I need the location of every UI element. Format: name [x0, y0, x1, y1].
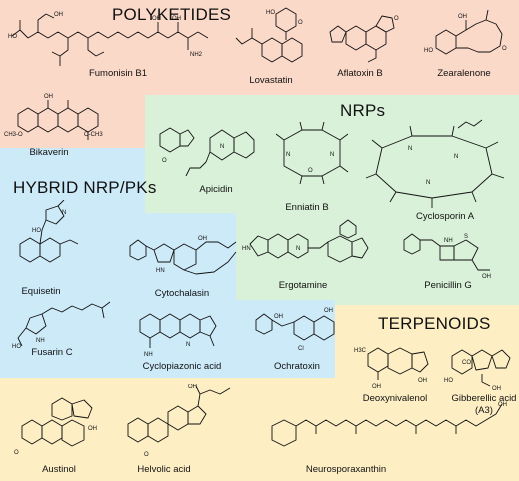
- structure-cyclosporin-a: N N N: [365, 119, 505, 208]
- hybrid-region: [0, 148, 335, 378]
- atom-label: N: [426, 180, 430, 186]
- terpenoids-title: TERPENOIDS: [378, 314, 491, 333]
- label-cytochalasin: Cytochalasin: [154, 288, 210, 299]
- label-bikaverin: Bikaverin: [29, 147, 69, 158]
- structure-ochratoxin: OH Cl OH: [255, 308, 335, 352]
- structure-gibberellic-acid: CO HO OH: [444, 349, 511, 392]
- atom-label: O: [14, 450, 19, 456]
- atom-label: HO: [424, 48, 433, 54]
- atom-label: CO: [462, 360, 471, 366]
- nrps-title: NRPs: [340, 101, 386, 120]
- structure-equisetin: N HO: [19, 200, 79, 263]
- structure-lovastatin: HO O: [235, 7, 303, 63]
- atom-label: OH: [498, 402, 507, 408]
- atom-label: OH: [54, 12, 63, 18]
- label-gibberellic-acid: Gibberellic acid (A3): [452, 393, 517, 417]
- atom-label: OH: [372, 384, 381, 390]
- atom-label: N: [296, 246, 300, 252]
- structure-enniatin-b: N N O: [275, 121, 349, 185]
- structure-austinol: O OH: [14, 397, 97, 456]
- atom-label: OH: [188, 384, 197, 390]
- atom-label: N: [286, 152, 290, 158]
- label-gibberellic-acid-name: Gibberellic acid: [451, 393, 517, 404]
- label-equisetin: Equisetin: [21, 286, 61, 297]
- label-ochratoxin: Ochratoxin: [274, 361, 320, 372]
- atom-label: O: [502, 46, 507, 52]
- label-fumonisin-b1: Fumonisin B1: [88, 68, 148, 79]
- structure-deoxynivalenol: H3C OH OH: [354, 347, 429, 390]
- atom-label: O: [298, 20, 303, 26]
- atom-label: HO: [266, 10, 275, 16]
- atom-label: O-CH3: [84, 132, 103, 138]
- hybrid-title: HYBRID NRP/PKs: [13, 178, 157, 197]
- label-neurosporaxanthin: Neurosporaxanthin: [305, 464, 387, 475]
- label-fusarin-c: Fusarin C: [31, 347, 73, 358]
- structure-fumonisin-b1: HO OH OH OH NH2: [8, 12, 209, 66]
- atom-label: S: [464, 234, 468, 240]
- atom-label: HO: [12, 344, 21, 348]
- structure-helvolic-acid: OH O: [127, 384, 231, 458]
- label-aflatoxin-b: Aflatoxin B: [337, 68, 383, 79]
- structure-ergotamine: HN N: [242, 219, 369, 263]
- structure-zearalenone: HO OH O: [424, 9, 507, 55]
- atom-label: Cl: [298, 346, 304, 352]
- nrps-region: [145, 95, 519, 305]
- structure-penicillin-g: NH S OH: [403, 233, 491, 280]
- atom-label: OH: [88, 426, 97, 432]
- atom-label: OH: [482, 274, 491, 280]
- label-helvolic-acid: Helvolic acid: [137, 464, 191, 475]
- atom-label: HN: [156, 268, 165, 274]
- label-penicillin-g: Penicillin G: [424, 280, 472, 291]
- label-austinol: Austinol: [42, 464, 76, 475]
- atom-label: OH: [418, 378, 427, 384]
- atom-label: HN: [242, 246, 251, 252]
- label-gibberellic-acid-sub: (A3): [475, 405, 493, 416]
- atom-label: OH: [44, 94, 53, 100]
- atom-label: O: [162, 158, 167, 164]
- label-zearalenone: Zearalenone: [437, 68, 491, 79]
- atom-label: N: [186, 342, 190, 348]
- atom-label: CH3-O: [4, 132, 23, 138]
- atom-label: O: [144, 452, 149, 458]
- atom-label: NH2: [190, 52, 203, 58]
- atom-label: N: [220, 144, 224, 150]
- label-apicidin: Apicidin: [199, 184, 233, 195]
- label-cyclosporin-a: Cyclosporin A: [415, 211, 475, 222]
- atom-label: OH: [324, 308, 333, 314]
- label-ergotamine: Ergotamine: [278, 280, 328, 291]
- atom-label: OH: [492, 386, 501, 392]
- atom-label: OH: [172, 16, 181, 22]
- atom-label: N: [62, 210, 66, 216]
- atom-label: OH: [274, 314, 283, 320]
- polyketides-title: POLYKETIDES: [112, 5, 232, 24]
- atom-label: HO: [444, 378, 453, 384]
- structure-bikaverin: CH3-O O-CH3 OH: [4, 94, 103, 140]
- atom-label: N: [408, 146, 412, 152]
- atom-label: NH: [444, 238, 453, 244]
- structure-aflatoxin-b: O: [329, 15, 399, 63]
- atom-label: OH: [458, 14, 467, 20]
- structure-cyclopiazonic-acid: NH N: [139, 313, 217, 358]
- atom-label: NH: [36, 338, 45, 344]
- atom-label: O: [308, 168, 313, 174]
- label-enniatin-b: Enniatin B: [285, 202, 329, 213]
- label-lovastatin: Lovastatin: [249, 75, 293, 86]
- structure-cytochalasin: HN OH: [129, 236, 237, 275]
- atom-label: O: [394, 16, 399, 22]
- atom-label: HO: [32, 228, 41, 234]
- atom-label: H3C: [354, 348, 367, 354]
- label-cyclopiazonic-acid: Cyclopiazonic acid: [142, 361, 222, 372]
- structure-apicidin: O N: [159, 127, 255, 177]
- atom-label: N: [330, 152, 334, 158]
- atom-label: N: [454, 154, 458, 160]
- atom-label: HO: [8, 34, 17, 40]
- structure-fusarin-c: NH HO: [12, 301, 111, 348]
- label-deoxynivalenol: Deoxynivalenol: [362, 393, 428, 404]
- atom-label: OH: [198, 236, 207, 242]
- structure-neurosporaxanthin: OH: [271, 402, 507, 447]
- atom-label: NH: [144, 352, 153, 358]
- atom-label: OH: [152, 16, 161, 22]
